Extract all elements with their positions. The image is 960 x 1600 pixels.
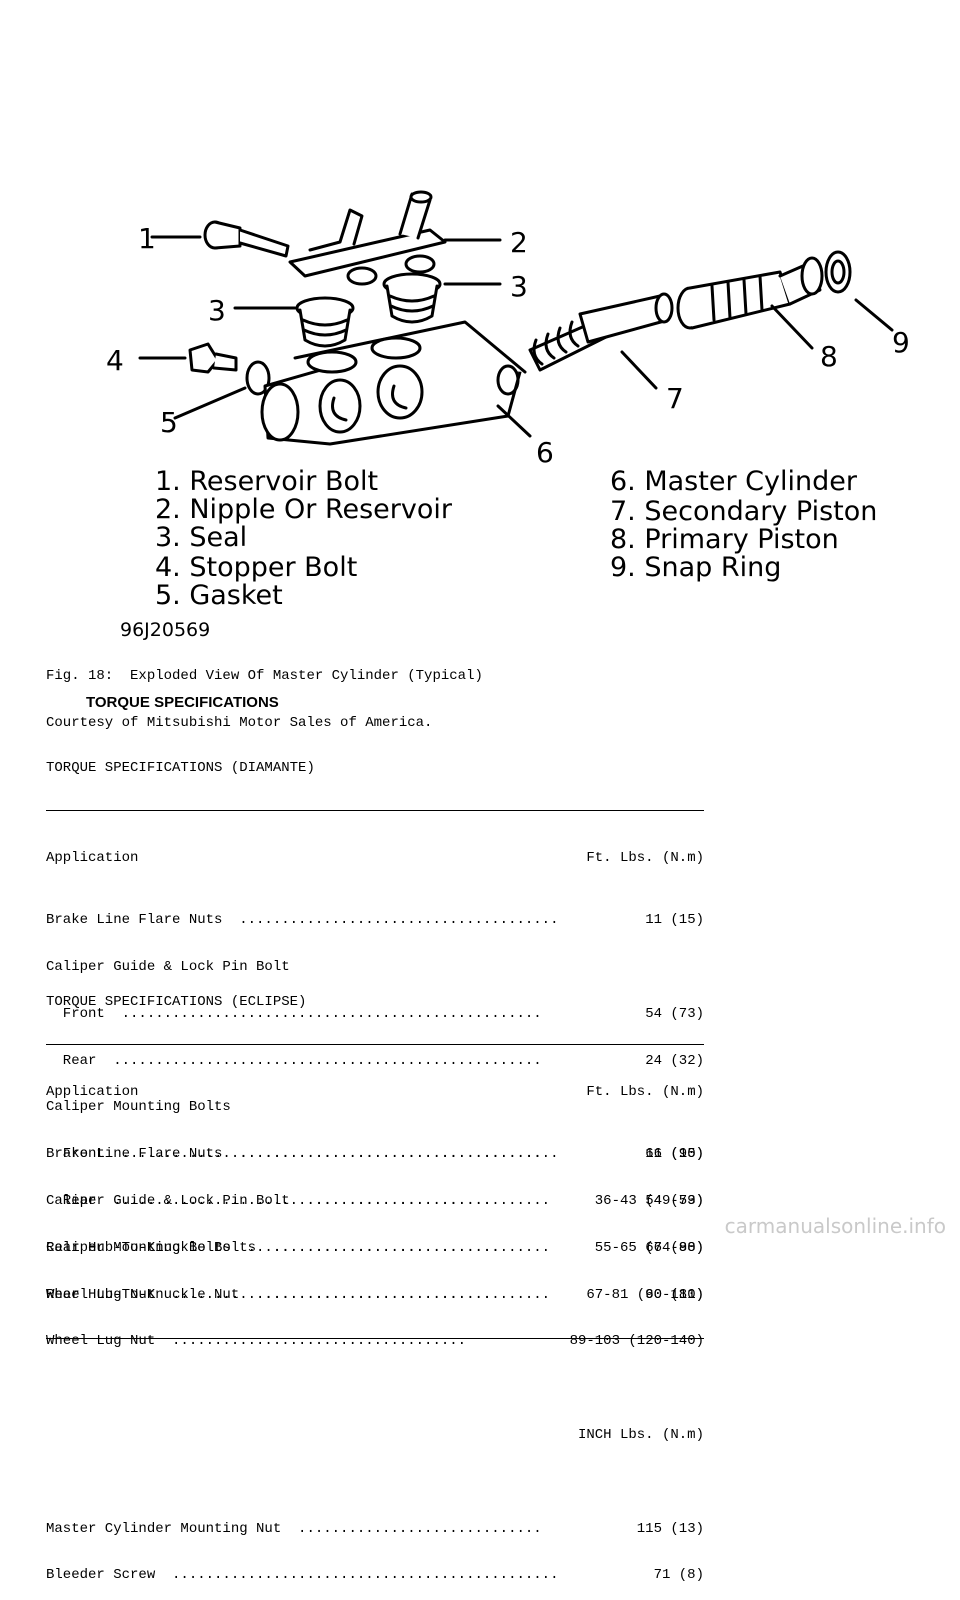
row-label: Rear ...................................… — [46, 1052, 542, 1069]
row-value: 71 (8) — [653, 1567, 704, 1584]
row-label: Rear ...................................… — [46, 1193, 492, 1210]
caption-line-2: Courtesy of Mitsubishi Motor Sales of Am… — [46, 714, 433, 731]
table-row: Caliper Mounting Bolts .................… — [46, 1239, 704, 1257]
table-row: Caliper Guide & Lock Pin Bolt ..........… — [46, 1194, 704, 1210]
subheader-unit: INCH Lbs. (N.m) — [577, 1427, 704, 1444]
secondary-piston-drawing — [528, 292, 674, 372]
reservoir-bolt-drawing — [203, 220, 290, 258]
row-label: Caliper Mounting Bolts — [46, 1099, 231, 1116]
reservoir-nipple-drawing — [288, 190, 447, 286]
legend-item-2: 2. Nipple Or Reservoir — [155, 494, 453, 525]
figure-caption: Fig. 18: Exploded View Of Master Cylinde… — [46, 638, 483, 747]
table-subheader-row: INCH Lbs. (N.m) — [46, 1427, 704, 1444]
row-value: 66 (90) — [645, 1239, 704, 1256]
header-application: Application — [46, 849, 139, 866]
table-header-row: Application Ft. Lbs. (N.m) — [46, 1083, 704, 1101]
row-value: 24 (32) — [645, 1052, 704, 1069]
table-title: TORQUE SPECIFICATIONS (DIAMANTE) — [46, 760, 315, 777]
callout-4: 4 — [106, 344, 124, 377]
row-value: 89-103 (120-140) — [569, 1333, 704, 1350]
table-row: Rear ...................................… — [46, 1052, 704, 1070]
callout-8: 8 — [820, 340, 838, 373]
legend-item-4: 4. Stopper Bolt — [155, 552, 357, 583]
table-header-row: Application Ft. Lbs. (N.m) — [46, 849, 704, 867]
row-label: Brake Line Flare Nuts ..................… — [46, 1146, 559, 1163]
callout-1: 1 — [138, 222, 156, 255]
legend-item-9: 9. Snap Ring — [610, 552, 781, 583]
callout-7: 7 — [666, 382, 684, 415]
row-value: 54 (73) — [645, 1193, 704, 1210]
header-application: Application — [46, 1083, 139, 1100]
row-label: Wheel Lug Nut ..........................… — [46, 1333, 467, 1350]
watermark: carmanualsonline.info — [724, 1214, 946, 1238]
row-value: 11 (15) — [645, 912, 704, 929]
exploded-view-figure: 1 2 3 3 4 5 6 7 8 9 1. Reservoir Bolt 2.… — [106, 190, 910, 640]
table-row: Rear ...................................… — [46, 1193, 704, 1210]
stopper-bolt-drawing — [188, 342, 238, 374]
caption-line-1: Fig. 18: Exploded View Of Master Cylinde… — [46, 668, 483, 685]
row-label: Master Cylinder Mounting Nut ...........… — [46, 1520, 542, 1537]
section-heading: TORQUE SPECIFICATIONS — [86, 694, 279, 711]
table-row: Caliper Mounting Bolts — [46, 1100, 704, 1116]
primary-piston-drawing — [676, 256, 824, 330]
table-row: Wheel Lug Nut ..........................… — [46, 1334, 704, 1350]
table-rule-top — [46, 810, 704, 812]
legend-item-7: 7. Secondary Piston — [610, 496, 877, 527]
row-label: Bleeder Screw ..........................… — [46, 1567, 559, 1584]
row-label: Front ..................................… — [46, 1146, 542, 1163]
legend-item-6: 6. Master Cylinder — [610, 466, 858, 497]
callout-3-left: 3 — [208, 294, 226, 327]
leader-arrows — [138, 235, 894, 438]
row-value: 36-43 (49-59) — [594, 1193, 704, 1210]
callout-3-right: 3 — [510, 270, 528, 303]
callout-9: 9 — [892, 326, 910, 359]
header-unit: Ft. Lbs. (N.m) — [586, 849, 704, 866]
table-row: Front ..................................… — [46, 1005, 704, 1023]
row-label: Brake Line Flare Nuts ..................… — [46, 912, 559, 929]
table-row: Caliper Guide & Lock Pin Bolt — [46, 960, 704, 976]
table-title: TORQUE SPECIFICATIONS (ECLIPSE) — [46, 994, 307, 1011]
table-row: Brake Line Flare Nuts ..................… — [46, 1147, 704, 1163]
legend-item-1: 1. Reservoir Bolt — [155, 466, 378, 497]
row-value: 60 (81) — [645, 1286, 704, 1303]
callout-5: 5 — [160, 406, 178, 439]
row-value: 66 (90) — [645, 1146, 704, 1163]
seal-drawings — [295, 272, 442, 348]
table-row: Master Cylinder Mounting Nut ...........… — [46, 1520, 704, 1538]
figure-id-label: 96J20569 — [120, 619, 210, 640]
legend-item-3: 3. Seal — [155, 522, 247, 553]
row-value: 11 (15) — [645, 1146, 704, 1163]
snap-ring-drawing — [824, 250, 852, 294]
table-row: Bleeder Screw ..........................… — [46, 1568, 704, 1584]
torque-table-eclipse: TORQUE SPECIFICATIONS (ECLIPSE) Applicat… — [46, 964, 704, 1600]
row-label: Caliper Mounting Bolts .................… — [46, 1239, 551, 1256]
table-row: Front ..................................… — [46, 1147, 704, 1163]
callout-2: 2 — [510, 226, 528, 259]
legend-item-8: 8. Primary Piston — [610, 524, 839, 555]
table-rule-top — [46, 1044, 704, 1046]
table-row: Rear Hub-To-Knuckle Nut ................… — [46, 1286, 704, 1304]
row-label: Front ..................................… — [46, 1005, 542, 1022]
row-value: 54 (73) — [645, 1005, 704, 1022]
table-row: Brake Line Flare Nuts ..................… — [46, 913, 704, 929]
legend-item-5: 5. Gasket — [155, 580, 283, 611]
row-value: 115 (13) — [636, 1520, 704, 1537]
row-label: Rear Hub-To-Knuckle Nut ................… — [46, 1286, 551, 1303]
callout-6: 6 — [536, 436, 554, 469]
header-unit: Ft. Lbs. (N.m) — [586, 1083, 704, 1100]
master-cylinder-drawing — [260, 320, 527, 446]
row-label: Caliper Guide & Lock Pin Bolt — [46, 959, 290, 976]
row-label: Caliper Guide & Lock Pin Bolt ..........… — [46, 1193, 551, 1210]
